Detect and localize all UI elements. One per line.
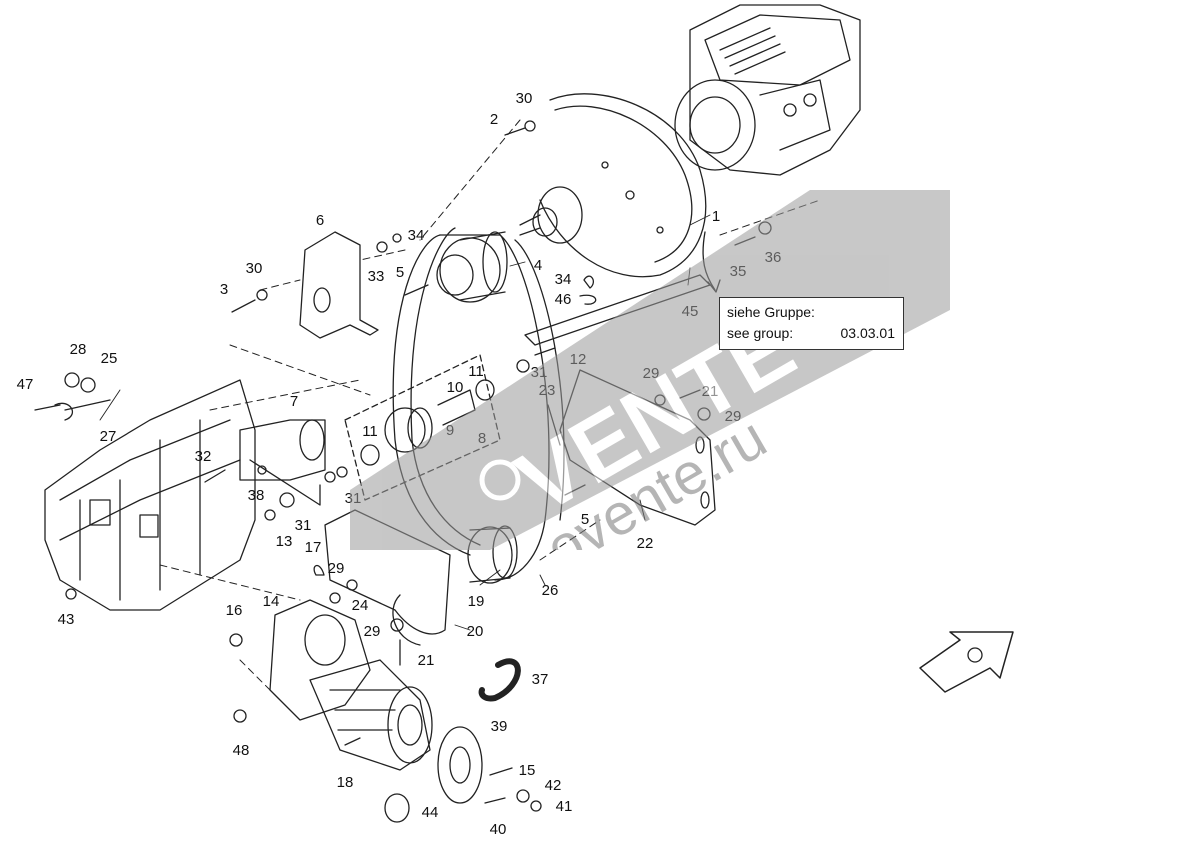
bracket-6 [299, 231, 379, 339]
callout-label: 12 [570, 351, 587, 368]
callout-label: 32 [195, 448, 212, 465]
callout-label: 34 [555, 271, 572, 288]
callout-label: 47 [17, 376, 34, 393]
callout-label: 10 [447, 379, 464, 396]
callout-label: 26 [542, 582, 559, 599]
callout-label: 6 [316, 212, 324, 229]
upper-pulley [436, 231, 508, 303]
callout-label: 27 [100, 428, 117, 445]
orientation-arrow-icon [919, 631, 1014, 693]
callout-label: 28 [70, 341, 87, 358]
callout-label: 44 [422, 804, 439, 821]
direction-arrow [702, 231, 716, 291]
bearing-housing [239, 419, 326, 506]
note-group-number: 03.03.01 [840, 325, 896, 341]
callout-label: 31 [295, 517, 312, 534]
note-line-en: see group: 03.03.01 [727, 323, 897, 344]
callout-label: 4 [534, 257, 542, 274]
callout-label: 18 [337, 774, 354, 791]
callout-label: 21 [702, 383, 719, 400]
callout-label: 31 [531, 364, 548, 381]
note-line-de: siehe Gruppe: [727, 304, 815, 320]
callout-label: 29 [364, 623, 381, 640]
callout-label: 11 [362, 423, 378, 440]
callout-label: 5 [581, 511, 589, 528]
callout-label: 22 [637, 535, 654, 552]
fasteners [34, 120, 772, 812]
callout-label: 1 [712, 208, 720, 225]
callout-label: 5 [396, 264, 404, 281]
callout-label: 30 [246, 260, 263, 277]
callout-label: 30 [516, 90, 533, 107]
callout-label: 31 [345, 490, 362, 507]
callout-label: 46 [555, 291, 572, 308]
callout-label: 45 [682, 303, 699, 320]
callout-label: 11 [468, 363, 484, 380]
callout-label: 3 [220, 281, 228, 298]
callout-label: 21 [418, 652, 435, 669]
gearbox [269, 599, 433, 771]
callout-label: 41 [556, 798, 573, 815]
callout-label: 2 [490, 111, 498, 128]
callout-label: 23 [539, 382, 556, 399]
hose [478, 658, 521, 702]
callout-label: 43 [58, 611, 75, 628]
callout-label: 29 [328, 560, 345, 577]
callout-label: 40 [490, 821, 507, 838]
engine-block [674, 4, 861, 176]
callout-label: 19 [468, 593, 485, 610]
callout-label: 7 [290, 393, 298, 410]
callout-label: 33 [368, 268, 385, 285]
callout-label: 29 [643, 365, 660, 382]
callout-label: 39 [491, 718, 508, 735]
seal-ring [384, 793, 410, 823]
group-reference-note: siehe Gruppe: see group: 03.03.01 [719, 297, 904, 350]
callout-label: 17 [305, 539, 322, 556]
callout-label: 29 [725, 408, 742, 425]
flange [437, 726, 483, 804]
callout-label: 48 [233, 742, 250, 759]
clutch-housing [519, 93, 707, 278]
callout-label: 35 [730, 263, 747, 280]
callout-label: 38 [248, 487, 265, 504]
lower-cover [324, 509, 451, 646]
drive-belt [392, 227, 565, 581]
callout-label: 16 [226, 602, 243, 619]
callout-label: 9 [446, 422, 454, 439]
callout-label: 20 [467, 623, 484, 640]
callout-label: 14 [263, 593, 280, 610]
callout-label: 15 [519, 762, 536, 779]
note-label: see group: [727, 325, 794, 341]
lower-pulley [467, 525, 518, 584]
callout-label: 34 [408, 227, 425, 244]
callout-label: 42 [545, 777, 562, 794]
callout-label: 37 [532, 671, 549, 688]
callout-label: 36 [765, 249, 782, 266]
chassis-frame [44, 379, 256, 611]
callout-label: 13 [276, 533, 293, 550]
callout-label: 8 [478, 430, 486, 447]
callout-label: 24 [352, 597, 369, 614]
callout-label: 25 [101, 350, 118, 367]
